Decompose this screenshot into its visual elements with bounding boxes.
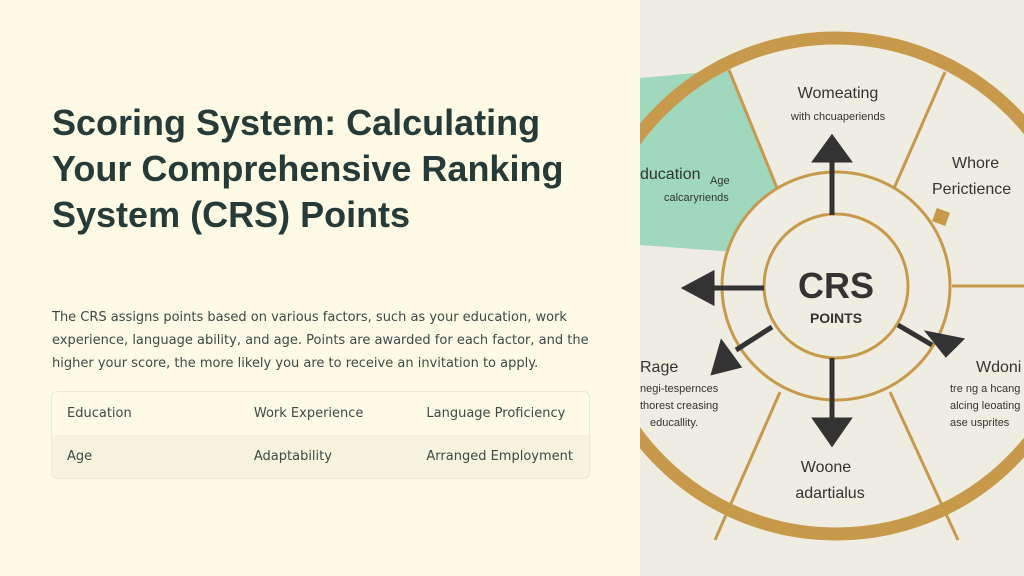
- lowright-segment-title: Wdoni: [976, 359, 1021, 376]
- crs-wheel-diagram: CRS POINTS Womeating with chcuaperiends …: [640, 31, 1024, 541]
- lowright-segment-line1: tre ng a hcang: [950, 383, 1020, 395]
- center-subtitle: POINTS: [810, 310, 862, 326]
- slide-title: Scoring System: Calculating Your Compreh…: [52, 102, 564, 235]
- topright-segment-line1: Whore: [952, 155, 999, 172]
- factors-table: Education Work Experience Language Profi…: [51, 391, 590, 479]
- slide-text-panel: Scoring System: Calculating Your Compreh…: [51, 102, 590, 479]
- arrow-left-icon: [680, 269, 715, 307]
- table-cell: Arranged Employment: [426, 449, 573, 464]
- lowleft-segment-line3: educallity.: [650, 417, 698, 429]
- left-segment-tag: Age: [710, 175, 730, 187]
- arrow-down-left-icon: [710, 338, 743, 376]
- lowright-segment-line2: alcing leoating: [950, 400, 1020, 412]
- topright-segment-line2: Perictience: [932, 181, 1011, 198]
- wheel-spokes: [713, 69, 1024, 541]
- left-segment-subtitle: calcaryriends: [664, 192, 729, 204]
- table-cell: Age: [67, 449, 93, 464]
- table-cell: Education: [67, 406, 132, 421]
- table-cell: Language Proficiency: [426, 406, 566, 421]
- highlight-wedge: [640, 70, 786, 252]
- bottom-segment-line1: Woone: [801, 459, 852, 476]
- table-cell: Work Experience: [253, 406, 364, 421]
- crs-diagram-panel: CRS POINTS Womeating with chcuaperiends …: [640, 0, 1024, 576]
- table-row: Age Adaptability Arranged Employment: [52, 435, 589, 478]
- slide-body-text: The CRS assigns points based on various …: [52, 310, 589, 371]
- diagram-arrows: [680, 133, 966, 448]
- diamond-marker-icon: [932, 208, 950, 226]
- outer-ring: [640, 31, 1024, 541]
- lowleft-segment-line1: negi-tespernces: [640, 383, 719, 395]
- table-row: Education Work Experience Language Profi…: [52, 392, 589, 435]
- center-title: CRS: [798, 265, 874, 306]
- table-cell: Adaptability: [253, 449, 332, 464]
- bottom-segment-line2: adartialus: [795, 485, 864, 502]
- arrow-down-right-icon: [923, 330, 966, 358]
- lowright-segment-line3: ase usprites: [950, 417, 1010, 429]
- top-segment-subtitle: with chcuaperiends: [790, 111, 886, 123]
- arrow-up-icon: [811, 133, 853, 163]
- left-segment-title: ducation: [640, 166, 701, 183]
- arrow-down-icon: [811, 417, 853, 448]
- lowleft-segment-line2: thorest creasing: [640, 400, 718, 412]
- top-segment-title: Womeating: [798, 85, 879, 102]
- lowleft-segment-title: Rage: [640, 359, 678, 376]
